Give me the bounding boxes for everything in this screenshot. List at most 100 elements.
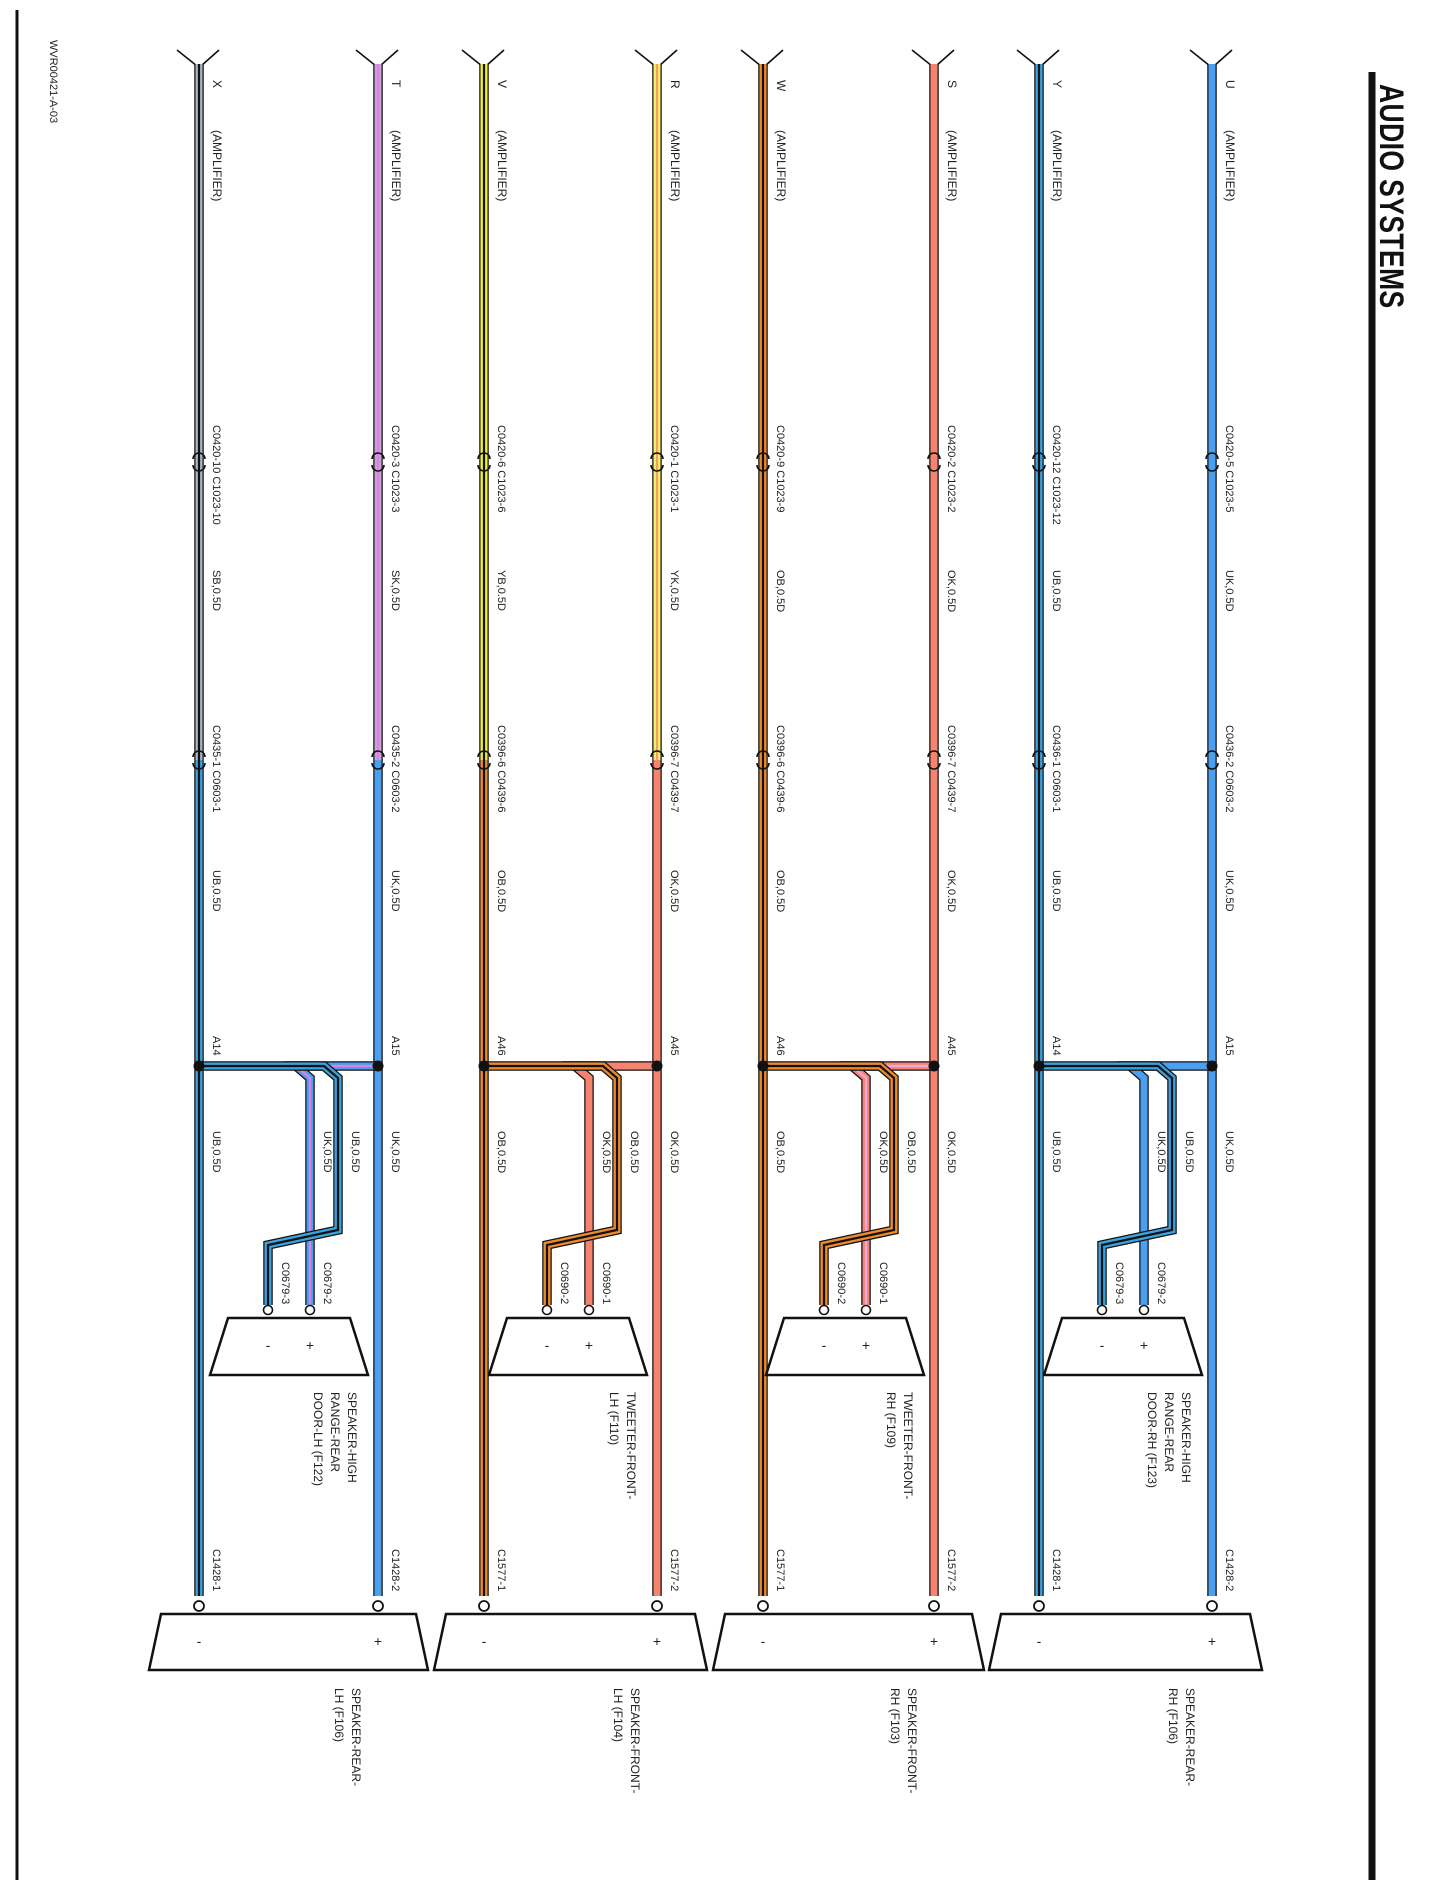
connector-mark-inline [650, 750, 664, 758]
connector-mark-inline-b [1032, 762, 1046, 770]
splice-label: A15 [389, 1036, 401, 1056]
tweeter-wire-code-negative: UB,0.5D [1183, 1131, 1195, 1173]
wire-code-upper: YK,0.5D [668, 570, 680, 611]
tweeter-connector-positive: C0679-2 [1155, 1262, 1167, 1304]
tweeter-name-line: SPEAKER-HIGH [1179, 1392, 1193, 1483]
speaker-connector-label: C1577-1 [774, 1549, 786, 1591]
speaker-body [147, 1612, 430, 1672]
pin-label: T [389, 80, 403, 88]
wire-code-lower: UK,0.5D [1223, 870, 1235, 912]
connector-label-amp: C0420-10 C1023-10 [210, 425, 222, 525]
break-tick-right [1040, 49, 1060, 67]
tweeter-wire-negative-stripe [1039, 1064, 1174, 1305]
speaker-plus-sign: + [374, 1633, 382, 1649]
speaker-connector-label: C1428-2 [389, 1549, 401, 1591]
amplifier-label: (AMPLIFIER) [774, 130, 788, 201]
wire-code-lower: OB,0.5D [495, 870, 507, 912]
connector-mark-amp [1032, 452, 1046, 460]
speaker-terminal [478, 1600, 490, 1612]
connector-mark-inline [1032, 750, 1046, 758]
wire-code-speaker: OK,0.5D [945, 1131, 957, 1173]
tweeter-connector-positive: C0690-1 [877, 1262, 889, 1304]
tweeter-body [208, 1316, 370, 1377]
connector-label-inline: C0396-6 C0439-6 [495, 725, 507, 812]
connector-label-inline: C0435-1 C0603-1 [210, 725, 222, 812]
break-tick-left [634, 49, 656, 67]
pin-label: R [668, 80, 682, 89]
connector-mark-amp-b [650, 464, 664, 472]
circuit-y: Y(AMPLIFIER)C0420-12 C1023-12UB,0.5DC043… [1016, 49, 1064, 1612]
amplifier-label: (AMPLIFIER) [668, 130, 682, 201]
splice-dot [372, 1060, 384, 1072]
wire-code-upper: SB,0.5D [210, 570, 222, 611]
connector-mark-inline-b [192, 762, 206, 770]
splice-label: A15 [1223, 1036, 1235, 1056]
wire-break-mark [634, 49, 678, 67]
tweeter-plus-sign: + [585, 1337, 593, 1353]
tweeter-wire-code-positive: UK,0.5D [321, 1131, 333, 1173]
tweeter-body [487, 1316, 649, 1377]
connector-label-amp: C0420-3 C1023-3 [389, 425, 401, 512]
tweeter-wire-positive [565, 1062, 657, 1305]
speaker-terminal [1033, 1600, 1045, 1612]
connector-label-inline: C0436-2 C0603-2 [1223, 725, 1235, 812]
wire-code-speaker: UB,0.5D [1050, 1131, 1062, 1173]
splice-dot [651, 1060, 663, 1072]
speaker-body [711, 1612, 986, 1672]
connector-mark-amp [371, 452, 385, 460]
circuit-u: U(AMPLIFIER)C0420-5 C1023-5UK,0.5DC0436-… [1189, 49, 1237, 1612]
wire-break-mark [1189, 49, 1233, 67]
speaker-name-line: SPEAKER-FRONT- [628, 1688, 642, 1793]
tweeter-wire-positive-stripe [293, 1064, 378, 1305]
tweeter-connector-positive: C0679-2 [321, 1262, 333, 1304]
tweeter-wire-code-negative: UB,0.5D [349, 1131, 361, 1173]
wire-code-speaker: OK,0.5D [668, 1131, 680, 1173]
tweeter-terminal-negative [1096, 1304, 1108, 1316]
tweeter-name-line: DOOR-RH (F123) [1145, 1392, 1159, 1488]
tweeter-minus-sign: - [822, 1337, 827, 1353]
tweeter-minus-sign: - [266, 1337, 271, 1353]
tweeter-connector-negative: C0690-2 [558, 1262, 570, 1304]
wire-code-lower: OK,0.5D [668, 870, 680, 912]
speaker-name-line: RH (F106) [1166, 1688, 1180, 1744]
page-title: AUDIO SYSTEMS [1372, 84, 1410, 309]
tweeter-wire-negative-stripe [199, 1064, 340, 1305]
connector-mark-amp-b [371, 464, 385, 472]
tweeter-terminal-positive [1138, 1304, 1150, 1316]
document-id: WVR00421-A-03 [47, 40, 59, 124]
tweeter-wire-positive-stripe [849, 1064, 934, 1305]
break-tick-right [658, 49, 678, 67]
connector-mark-amp [650, 452, 664, 460]
connector-label-inline: C0396-6 C0439-6 [774, 725, 786, 812]
connector-mark-inline-b [371, 762, 385, 770]
tweeter-plus-sign: + [306, 1337, 314, 1353]
tweeter-wire-negative-stripe [763, 1064, 896, 1305]
connector-label-inline: C0396-7 C0439-7 [668, 725, 680, 812]
tweeter-wire-negative [484, 1062, 621, 1305]
break-tick-right [485, 49, 505, 67]
break-tick-left [911, 49, 933, 67]
wire-code-upper: OB,0.5D [774, 570, 786, 612]
tweeter-connector-positive: C0690-1 [600, 1262, 612, 1304]
speaker-terminal [193, 1600, 205, 1612]
speaker-minus-sign: - [482, 1633, 487, 1649]
speaker-name-line: SPEAKER-REAR- [349, 1688, 363, 1786]
speaker-plus-sign: + [1208, 1633, 1216, 1649]
speaker-connector-label: C1577-1 [495, 1549, 507, 1591]
wire-code-upper: YB,0.5D [495, 570, 507, 611]
circuit-s: S(AMPLIFIER)C0420-2 C1023-2OK,0.5DC0396-… [911, 49, 959, 1612]
speaker-terminal [372, 1600, 384, 1612]
connector-mark-amp-b [927, 464, 941, 472]
amplifier-label: (AMPLIFIER) [389, 130, 403, 201]
connector-mark-amp-b [192, 464, 206, 472]
break-tick-right [935, 49, 955, 67]
splice-label: A14 [210, 1036, 222, 1056]
connector-mark-amp-b [477, 464, 491, 472]
speaker-name-line: LH (F106) [332, 1688, 346, 1742]
splice-label: A45 [668, 1036, 680, 1056]
tweeter-terminal-negative [541, 1304, 553, 1316]
connector-label-inline: C0396-7 C0439-7 [945, 725, 957, 812]
tweeter-plus-sign: + [1140, 1337, 1148, 1353]
tweeter-wire-code-positive: OK,0.5D [600, 1131, 612, 1173]
